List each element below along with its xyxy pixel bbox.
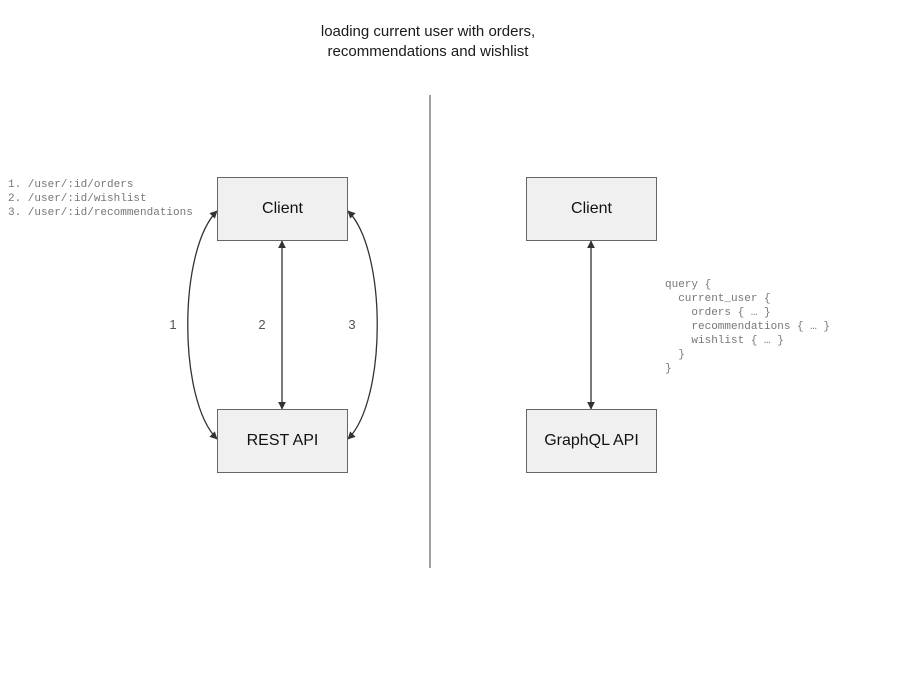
node-graphql-client-label: Client	[571, 200, 612, 217]
node-graphql-client[interactable]: Client	[526, 177, 657, 241]
page-title: loading current user with orders, recomm…	[320, 23, 536, 60]
rest-endpoint-list: 1. /user/:id/orders 2. /user/:id/wishlis…	[8, 179, 193, 219]
node-rest-client-label: Client	[262, 200, 303, 217]
node-rest-api[interactable]: REST API	[217, 409, 348, 473]
edge-label-1: 1	[169, 317, 177, 332]
node-graphql-api-label: GraphQL API	[544, 432, 639, 449]
edge-rest-1	[187, 210, 218, 440]
node-rest-client[interactable]: Client	[217, 177, 348, 241]
node-rest-api-label: REST API	[246, 432, 319, 449]
graphql-query-snippet: query { current_user { orders { … } reco…	[665, 279, 831, 375]
edge-label-3: 3	[348, 317, 356, 332]
edge-rest-3	[347, 210, 378, 440]
node-graphql-api[interactable]: GraphQL API	[526, 409, 657, 473]
edge-label-2: 2	[258, 317, 266, 332]
